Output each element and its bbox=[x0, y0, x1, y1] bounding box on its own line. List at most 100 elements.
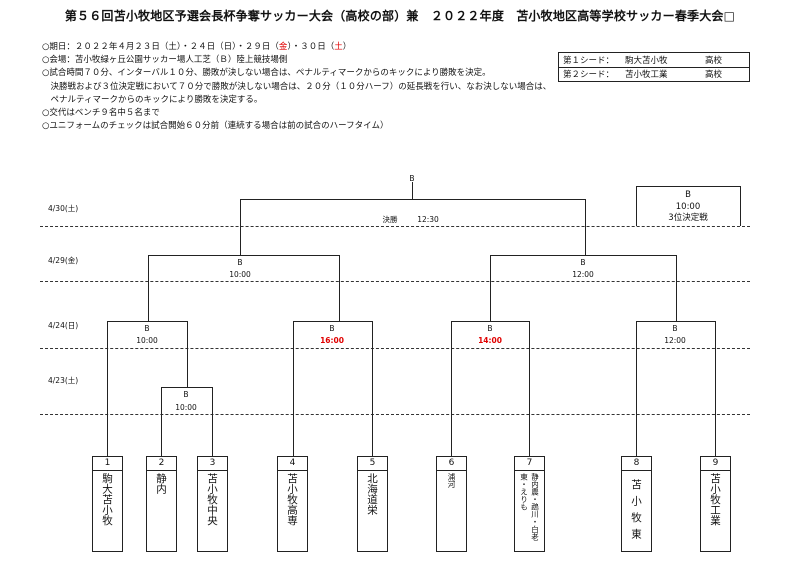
third-place-court: B bbox=[685, 190, 691, 200]
team-name: 浦河 bbox=[447, 473, 456, 488]
team-box-3: 3 苫小牧中央 bbox=[197, 456, 228, 552]
day-label-0429: 4/29(金) bbox=[48, 256, 79, 265]
seed-divider bbox=[559, 66, 749, 68]
bracket-line bbox=[451, 321, 452, 456]
r1-court: B bbox=[183, 390, 189, 399]
info-block: ○期日：２０２２年４月２３日（土）・２４日（日）・２９日（金）・３０日（土） ○… bbox=[42, 41, 562, 133]
r1-time: 10:00 bbox=[175, 403, 197, 412]
semi-left-court: B bbox=[237, 258, 243, 267]
team-box-5: 5 北海道栄 bbox=[357, 456, 388, 552]
bracket-line bbox=[293, 321, 372, 322]
semi-right-court: B bbox=[580, 258, 586, 267]
qf4-court: B bbox=[672, 324, 678, 333]
team-number: 5 bbox=[358, 457, 387, 471]
team-number: 4 bbox=[278, 457, 307, 471]
bracket-line bbox=[636, 321, 715, 322]
seed-suffix: 高校 bbox=[705, 70, 723, 80]
bracket-line bbox=[676, 255, 677, 321]
day-label-0430: 4/30(土) bbox=[48, 204, 79, 213]
seed-label: 第２シード： bbox=[563, 70, 615, 80]
semi-left-time: 10:00 bbox=[229, 270, 251, 279]
bracket-line bbox=[161, 387, 162, 456]
team-number: 2 bbox=[147, 457, 176, 471]
seed-row-1: 第１シード： 駒大苫小牧 高校 bbox=[559, 53, 749, 67]
team-box-9: 9 苫小牧工業 bbox=[700, 456, 731, 552]
team-name: 静内 bbox=[155, 473, 167, 494]
bracket-line bbox=[161, 387, 212, 388]
qf3-court: B bbox=[487, 324, 493, 333]
qf2-time: 16:00 bbox=[320, 336, 344, 345]
qf4-time: 12:00 bbox=[664, 336, 686, 345]
day-label-0423: 4/23(土) bbox=[48, 376, 79, 385]
team-number: 1 bbox=[93, 457, 122, 471]
uniform-line: ○ユニフォームのチェックは試合開始６０分前（連続する場合は前の試合のハーフタイム… bbox=[42, 121, 389, 132]
third-place-name: 3位決定戦 bbox=[668, 213, 708, 223]
final-time: 12:30 bbox=[417, 215, 439, 224]
seed-team: 苫小牧工業 bbox=[625, 70, 668, 80]
seed-team: 駒大苫小牧 bbox=[625, 56, 668, 66]
bracket-line bbox=[636, 186, 637, 226]
team-name: 苫小牧東 bbox=[630, 479, 642, 545]
bracket-line bbox=[148, 255, 149, 321]
bracket-line bbox=[740, 186, 741, 226]
venue-line: ○会場：苫小牧緑ヶ丘公園サッカー場人工芝（Ｂ）陸上競技場側 bbox=[42, 55, 288, 66]
team-number: 6 bbox=[437, 457, 466, 471]
bracket-line bbox=[636, 321, 637, 456]
team-name: 駒大苫小牧 bbox=[101, 473, 113, 526]
bracket-line bbox=[339, 255, 340, 321]
day-divider bbox=[40, 226, 750, 227]
semi-right-time: 12:00 bbox=[572, 270, 594, 279]
period-day-friday: 金 bbox=[278, 42, 288, 52]
team-number: 3 bbox=[198, 457, 227, 471]
seed-label: 第１シード： bbox=[563, 56, 615, 66]
rule-line-2: 決勝戦および３位決定戦において７０分で勝敗が決しない場合は、２０分（１０分ハーフ… bbox=[42, 81, 552, 92]
team-number: 8 bbox=[622, 457, 651, 471]
bracket-line bbox=[240, 199, 585, 200]
bracket-line bbox=[293, 321, 294, 456]
period-text-mid: ）・３０日（ bbox=[287, 42, 335, 52]
bracket-line bbox=[636, 186, 740, 187]
period-line: ○期日：２０２２年４月２３日（土）・２４日（日）・２９日（金）・３０日（土） bbox=[42, 41, 562, 54]
bracket-line bbox=[451, 321, 529, 322]
team-name: 苫小牧工業 bbox=[709, 473, 721, 526]
bracket-line bbox=[212, 387, 213, 456]
rule-line-3: ペナルティマークからのキックにより勝敗を決定する。 bbox=[42, 94, 263, 105]
period-text: ○期日：２０２２年４月２３日（土）・２４日（日）・２９日（ bbox=[42, 42, 279, 52]
bracket-line bbox=[372, 321, 373, 456]
team-box-1: 1 駒大苫小牧 bbox=[92, 456, 123, 552]
bracket-line bbox=[240, 199, 241, 255]
day-divider bbox=[40, 414, 750, 415]
bracket-line bbox=[715, 321, 716, 456]
qf1-time: 10:00 bbox=[136, 336, 158, 345]
qf3-time: 14:00 bbox=[478, 336, 502, 345]
final-name: 決勝 bbox=[382, 215, 398, 224]
bracket-line bbox=[107, 321, 187, 322]
bracket-line bbox=[585, 199, 586, 255]
bracket-line bbox=[490, 255, 491, 321]
final-court: B bbox=[409, 174, 415, 183]
team-name: 北海道栄 bbox=[366, 473, 378, 515]
period-day-saturday: 土 bbox=[334, 42, 343, 52]
team-name: 苫小牧中央 bbox=[206, 473, 218, 526]
bracket-line bbox=[148, 255, 339, 256]
team-box-4: 4 苫小牧高専 bbox=[277, 456, 308, 552]
period-text-end: ） bbox=[342, 42, 352, 52]
team-box-2: 2 静内 bbox=[146, 456, 177, 552]
seed-suffix: 高校 bbox=[705, 56, 723, 66]
team-number: 7 bbox=[515, 457, 544, 471]
team-name: 静内農・鵡川・白老東・えりも bbox=[519, 473, 540, 541]
bracket-line bbox=[529, 321, 530, 456]
team-box-7: 7 静内農・鵡川・白老東・えりも bbox=[514, 456, 545, 552]
bracket-line bbox=[187, 321, 188, 387]
team-box-6: 6 浦河 bbox=[436, 456, 467, 552]
bracket-line bbox=[107, 321, 108, 456]
substitution-line: ○交代はベンチ９名中５名まで bbox=[42, 107, 160, 118]
third-place-time: 10:00 bbox=[675, 202, 701, 212]
document-title: 第５６回苫小牧地区予選会長杯争奪サッカー大会（高校の部）兼 ２０２２年度 苫小牧… bbox=[64, 9, 736, 23]
bracket-line bbox=[412, 182, 413, 199]
team-name: 苫小牧高専 bbox=[286, 473, 298, 526]
team-number: 9 bbox=[701, 457, 730, 471]
rule-line-1: ○試合時間７０分、インターバル１０分、勝敗が決しない場合は、ペナルティマークから… bbox=[42, 68, 491, 79]
seed-row-2: 第２シード： 苫小牧工業 高校 bbox=[559, 67, 749, 81]
day-divider bbox=[40, 348, 750, 349]
